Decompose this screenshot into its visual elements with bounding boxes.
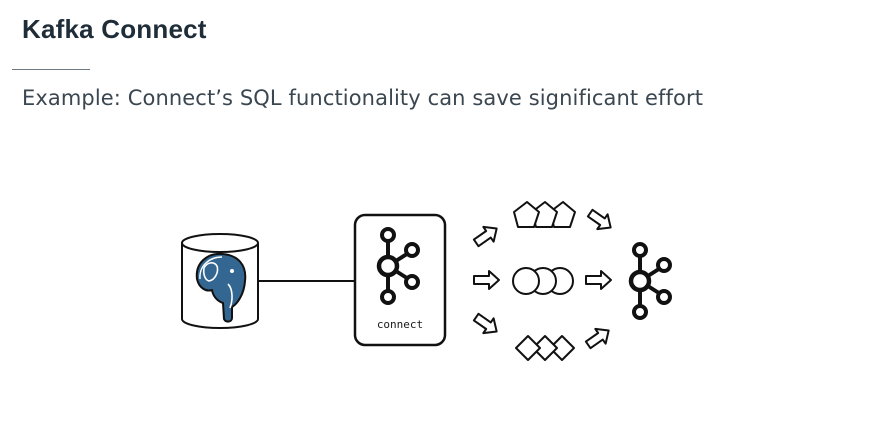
- circle-records-icon: [512, 267, 574, 295]
- diamond-records-icon: [515, 335, 575, 361]
- slide-title: Kafka Connect: [22, 14, 207, 44]
- arrow-to-top-stream: [470, 220, 503, 252]
- title-divider: [12, 69, 90, 70]
- postgresql-database: [181, 233, 259, 329]
- kafka-connect-node: connect: [353, 213, 447, 347]
- arrow-middle-to-kafka: [585, 270, 612, 290]
- arrow-top-to-kafka: [584, 204, 617, 236]
- arrow-to-middle-stream: [473, 270, 500, 290]
- connect-label: connect: [377, 318, 423, 331]
- postgresql-elephant-icon: [195, 252, 247, 323]
- arrow-to-bottom-stream: [470, 308, 503, 340]
- arrow-bottom-to-kafka: [582, 322, 615, 354]
- slide-subtitle: Example: Connect’s SQL functionality can…: [22, 86, 704, 110]
- pentagon-records-icon: [513, 201, 576, 228]
- kafka-sink-icon: [631, 244, 670, 318]
